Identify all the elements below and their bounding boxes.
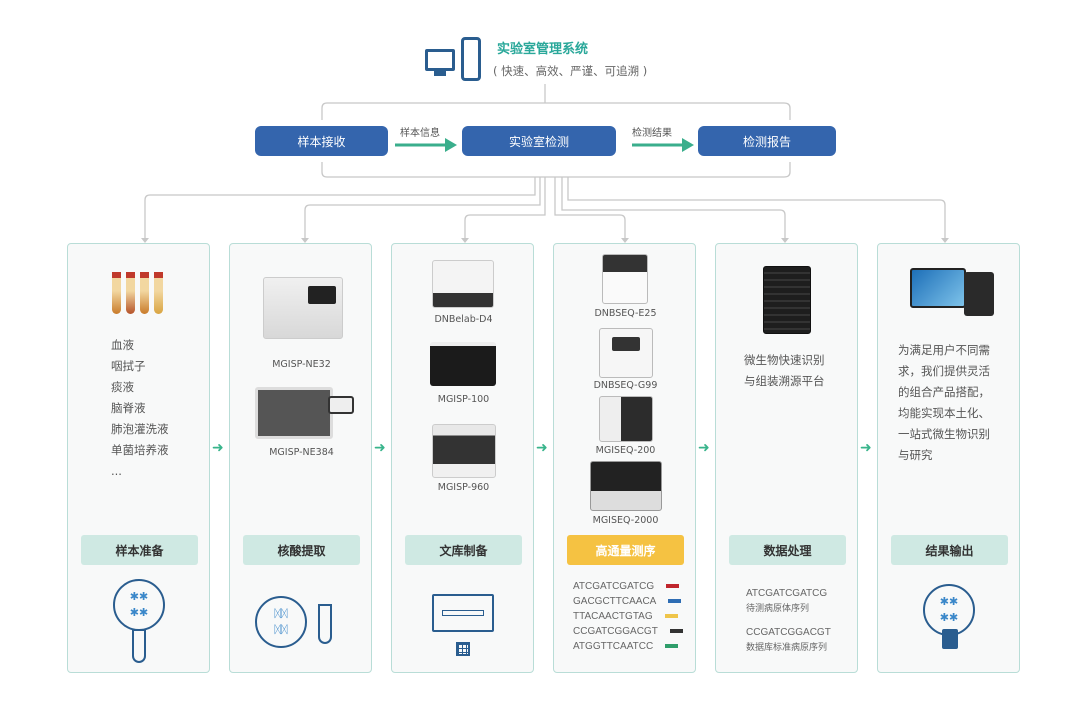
sample-type-list: 血液咽拭子痰液脑脊液肺泡灌洗液单菌培养液... bbox=[111, 335, 169, 482]
test-tubes-icon bbox=[112, 272, 163, 314]
step-sample-receive[interactable]: 样本接收 bbox=[255, 126, 388, 156]
column-sequencing: DNBSEQ-E25 DNBSEQ-G99 MGISEQ-200 MGISEQ-… bbox=[553, 243, 696, 673]
workstation-monitor-icon bbox=[910, 268, 966, 308]
device-mgisp-100 bbox=[430, 342, 496, 386]
sequence-row: CCGATCGGACGT bbox=[573, 624, 683, 639]
device-label: DNBSEQ-E25 bbox=[594, 308, 657, 319]
device-label: MGISP-NE384 bbox=[269, 447, 334, 458]
sequence-row: GACGCTTCAACA bbox=[573, 594, 683, 609]
sequence: ATCGATCGATCG bbox=[573, 581, 655, 592]
arrow-right-icon: ➜ bbox=[536, 440, 548, 456]
color-swatch bbox=[668, 599, 682, 604]
sample-type: 脑脊液 bbox=[111, 401, 146, 415]
tag-data-processing: 数据处理 bbox=[729, 535, 846, 565]
device-mgiseq-2000 bbox=[590, 461, 662, 511]
sequence-row: TTACAACTGTAG bbox=[573, 609, 683, 624]
sequence: ATGGTTCAATCC bbox=[573, 641, 654, 652]
device-label: MGISP-960 bbox=[437, 482, 490, 493]
arrow-right-icon: ➜ bbox=[374, 440, 386, 456]
system-title: 实验室管理系统 bbox=[497, 42, 589, 57]
arrow-right-icon: ➜ bbox=[212, 440, 224, 456]
desc-line: 与研究 bbox=[898, 448, 933, 462]
column-sample-prep: 血液咽拭子痰液脑脊液肺泡灌洗液单菌培养液... 样本准备 ✱✱✱✱ bbox=[67, 243, 210, 673]
platform-desc: 微生物快速识别与组装溯源平台 bbox=[744, 350, 825, 392]
sequence-row: ATGGTTCAATCC bbox=[573, 639, 683, 654]
device-dnbelab-d4 bbox=[432, 260, 494, 308]
sample-type: 痰液 bbox=[111, 380, 134, 394]
color-swatch bbox=[666, 584, 680, 589]
device-mgisp-ne384 bbox=[255, 387, 333, 439]
tag-result-output: 结果输出 bbox=[891, 535, 1008, 565]
tag-extraction: 核酸提取 bbox=[243, 535, 360, 565]
desc-line: 求，我们提供灵活 bbox=[898, 364, 990, 378]
desc-line: 为满足用户不同需 bbox=[898, 343, 990, 357]
desc-line: 的组合产品搭配， bbox=[898, 385, 990, 399]
device-label: MGISEQ-200 bbox=[595, 445, 656, 456]
sequence: TTACAACTGTAG bbox=[573, 611, 653, 622]
workstation-tower-icon bbox=[964, 272, 994, 316]
device-mgisp-ne32 bbox=[263, 277, 343, 339]
sequence: CCGATCGGACGT bbox=[746, 627, 831, 638]
system-subtitle: ( 快速、高效、严谨、可追溯 ) bbox=[493, 64, 648, 78]
column-data-processing: 微生物快速识别与组装溯源平台 数据处理 ATCGATCGATCG 待测病原体序列… bbox=[715, 243, 858, 673]
column-library-prep: DNBelab-D4 MGISP-100 MGISP-960 文库制备 bbox=[391, 243, 534, 673]
sequence: ATCGATCGATCG bbox=[746, 588, 828, 599]
arrow-label-result: 检测结果 bbox=[632, 128, 672, 139]
device-label: MGISEQ-2000 bbox=[592, 515, 659, 526]
desc-line: 与组装溯源平台 bbox=[744, 374, 825, 388]
desc-line: 一站式微生物识别 bbox=[898, 427, 990, 441]
color-swatch bbox=[665, 644, 679, 649]
sequence-compare: ATCGATCGATCG 待测病原体序列 CCGATCGGACGT 数据库标准病… bbox=[746, 586, 831, 655]
tag-sequencing: 高通量测序 bbox=[567, 535, 684, 565]
color-swatch bbox=[664, 614, 678, 619]
arrow-right-icon: ➜ bbox=[860, 440, 872, 456]
sequence-label: 数据库标准病原序列 bbox=[746, 642, 828, 652]
color-swatch bbox=[669, 629, 683, 634]
desc-line: 微生物快速识别 bbox=[744, 353, 825, 367]
sequence-row: ATCGATCGATCG bbox=[573, 579, 683, 594]
sequence-list: ATCGATCGATCG GACGCTTCAACA TTACAACTGTAG C… bbox=[573, 579, 683, 654]
server-icon bbox=[763, 266, 811, 334]
device-mgiseq-200 bbox=[599, 396, 653, 442]
arrow-right-icon: ➜ bbox=[698, 440, 710, 456]
column-result-output: 为满足用户不同需求，我们提供灵活的组合产品搭配， 均能实现本土化、一站式微生物识别… bbox=[877, 243, 1020, 673]
instrument-outline-icon bbox=[432, 594, 494, 632]
report-doc-icon bbox=[942, 629, 958, 649]
device-label: DNBSEQ-G99 bbox=[593, 380, 658, 391]
step-lab-test[interactable]: 实验室检测 bbox=[462, 126, 616, 156]
sample-type: 咽拭子 bbox=[111, 359, 146, 373]
result-desc: 为满足用户不同需求，我们提供灵活的组合产品搭配， 均能实现本土化、一站式微生物识别… bbox=[898, 340, 990, 466]
tag-library-prep: 文库制备 bbox=[405, 535, 522, 565]
sequence: CCGATCGGACGT bbox=[573, 626, 658, 637]
sample-type: 肺泡灌洗液 bbox=[111, 422, 169, 436]
pipette-tube-icon bbox=[318, 604, 332, 644]
sample-type: 单菌培养液 bbox=[111, 443, 169, 457]
arrow-label-sample-info: 样本信息 bbox=[400, 128, 440, 139]
desc-line: 均能实现本土化、 bbox=[898, 406, 990, 420]
plate-grid-icon bbox=[456, 642, 470, 656]
tube-icon bbox=[132, 629, 146, 663]
device-label: DNBelab-D4 bbox=[434, 314, 493, 325]
sequence-label: 待测病原体序列 bbox=[746, 603, 810, 613]
device-dnbseq-e25 bbox=[602, 254, 648, 304]
device-label: MGISP-NE32 bbox=[272, 359, 331, 370]
microbe-tube-icon: ✱✱✱✱ bbox=[113, 579, 165, 631]
step-report[interactable]: 检测报告 bbox=[698, 126, 836, 156]
sequence: GACGCTTCAACA bbox=[573, 596, 657, 607]
tag-sample-prep: 样本准备 bbox=[81, 535, 198, 565]
device-label: MGISP-100 bbox=[437, 394, 490, 405]
monitor bbox=[328, 396, 354, 414]
sample-type: 血液 bbox=[111, 338, 134, 352]
device-mgisp-960 bbox=[432, 424, 496, 478]
device-dnbseq-g99 bbox=[599, 328, 653, 378]
sample-type: ... bbox=[111, 464, 122, 478]
